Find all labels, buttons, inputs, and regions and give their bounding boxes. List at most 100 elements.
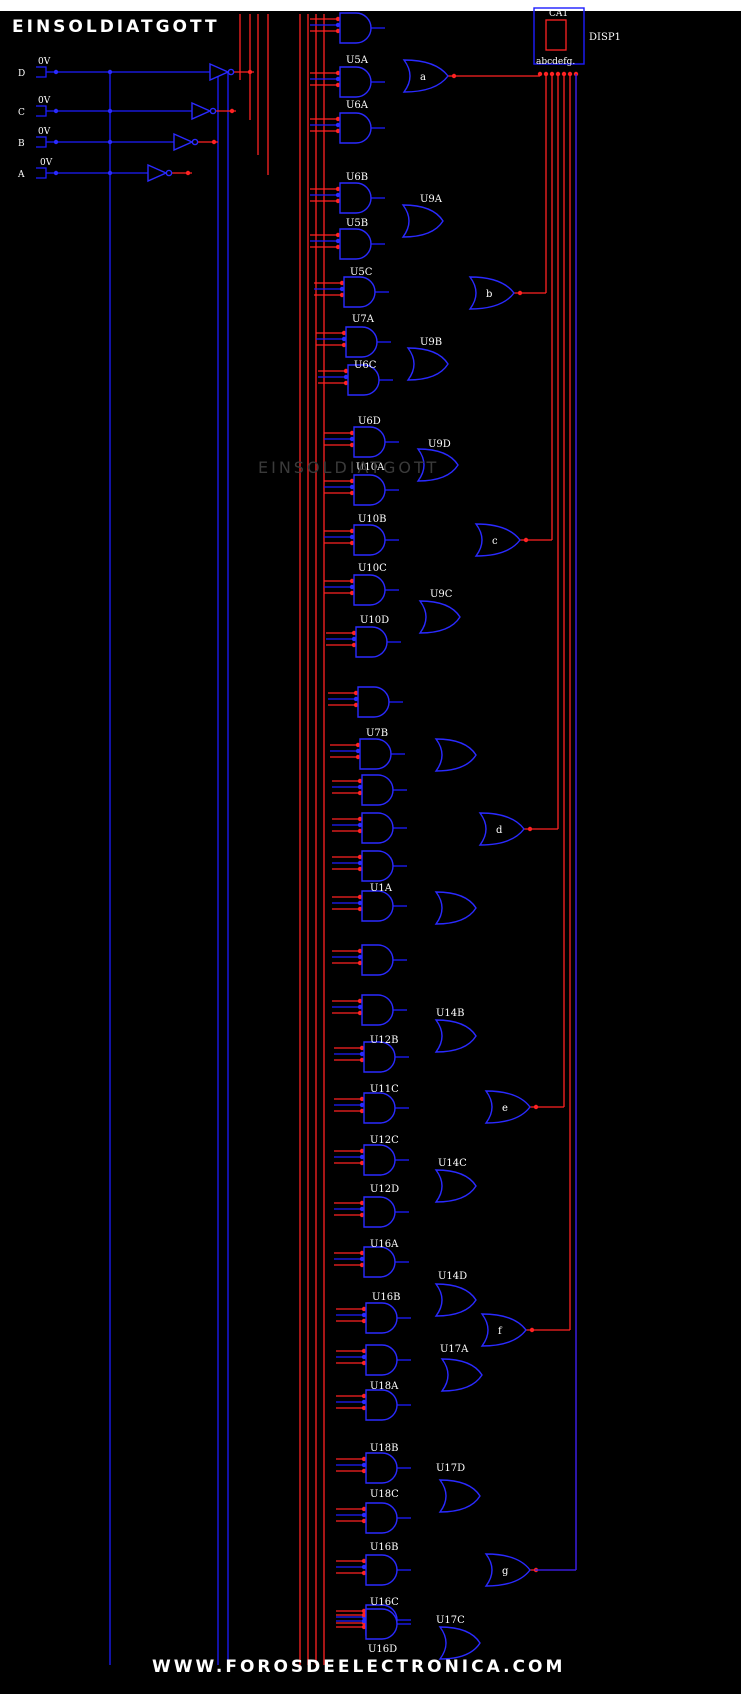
diagram-title: EINSOLDIATGOTT: [12, 17, 220, 37]
gate-label: U12C: [370, 1135, 399, 1146]
input-b[interactable]: B 0V: [18, 127, 51, 149]
input-a[interactable]: A 0V: [17, 158, 53, 180]
gate-label: U14B: [436, 1008, 465, 1019]
segment-letter: f: [498, 1326, 503, 1337]
and-gate: [363, 1144, 396, 1176]
and-gate: [361, 890, 394, 922]
and-gate: [363, 1092, 396, 1124]
and-gate: [365, 1302, 398, 1334]
junction-dot: [211, 139, 217, 145]
or-gate: [434, 1019, 477, 1053]
and-gate: [339, 12, 372, 44]
junction-dot: [537, 71, 543, 77]
junction-dot: [353, 696, 359, 702]
and-gate: [353, 426, 386, 458]
and-gate: [347, 364, 380, 396]
junction-dot: [53, 170, 59, 176]
junction-dot: [361, 1618, 367, 1624]
junction-dot: [53, 69, 59, 75]
input-a-name: A: [17, 170, 25, 180]
junction-dot: [353, 702, 359, 708]
junction-dot: [357, 854, 363, 860]
junction-dot: [343, 368, 349, 374]
inverter: [173, 132, 194, 152]
junction-dot: [359, 1096, 365, 1102]
input-d[interactable]: D 0V: [18, 57, 51, 79]
junction-dot: [349, 490, 355, 496]
junction-dot: [349, 484, 355, 490]
input-d-value: 0V: [38, 57, 51, 67]
and-gate: [343, 276, 376, 308]
junction-dot: [549, 71, 555, 77]
or-gate: [406, 347, 449, 381]
seven-segment-display: CA1 abcdefg. DISP1: [533, 7, 621, 67]
junction-dot: [335, 198, 341, 204]
junction-dot: [357, 900, 363, 906]
and-gate: [359, 738, 392, 770]
junction-dot: [359, 1262, 365, 1268]
junction-dot: [359, 1057, 365, 1063]
segment-or-gate: [478, 812, 525, 846]
junction-dot: [353, 690, 359, 696]
input-d-name: D: [18, 69, 25, 79]
junction-dot: [349, 534, 355, 540]
junction-dot: [341, 330, 347, 336]
and-gate: [365, 1608, 398, 1640]
gate-label: U9B: [420, 337, 442, 348]
and-gate: [365, 1554, 398, 1586]
gate-label: U7A: [352, 314, 375, 325]
or-gate: [434, 738, 477, 772]
gate-label: U9A: [420, 194, 443, 205]
gate-label: U17C: [436, 1615, 465, 1626]
and-gate: [357, 686, 390, 718]
junction-dot: [341, 336, 347, 342]
junction-dot: [359, 1051, 365, 1057]
junction-dot: [107, 139, 113, 145]
junction-dot: [357, 866, 363, 872]
junction-dot: [357, 894, 363, 900]
and-gate: [365, 1452, 398, 1484]
gate-label: U10A: [356, 462, 385, 473]
gate-label: U7B: [366, 728, 388, 739]
input-c-name: C: [18, 108, 25, 118]
junction-dot: [361, 1348, 367, 1354]
inverter: [147, 163, 168, 183]
junction-dot: [357, 954, 363, 960]
junction-dot: [339, 286, 345, 292]
junction-dot: [351, 636, 357, 642]
gate-label: U17D: [436, 1463, 465, 1474]
junction-dot: [349, 478, 355, 484]
display-digit: [545, 19, 567, 51]
segment-letter: c: [492, 536, 498, 547]
junction-dot: [357, 784, 363, 790]
gate-label: U5A: [346, 55, 369, 66]
junction-dot: [529, 1327, 535, 1333]
input-c[interactable]: C 0V: [18, 96, 51, 118]
junction-dot: [335, 186, 341, 192]
and-gate: [365, 1389, 398, 1421]
watermark-text: EINSOLDIATGOTT: [258, 458, 439, 477]
or-gate: [416, 448, 459, 482]
gate-label: U12B: [370, 1035, 399, 1046]
gate-label: U5B: [346, 218, 368, 229]
display-name: DISP1: [589, 32, 621, 43]
junction-dot: [349, 436, 355, 442]
gate-label: U6C: [354, 360, 377, 371]
junction-dot: [561, 71, 567, 77]
junction-dot: [351, 642, 357, 648]
junction-dot: [543, 71, 549, 77]
junction-dot: [361, 1608, 367, 1614]
or-gate: [438, 1479, 481, 1513]
junction-dot: [357, 822, 363, 828]
junction-dot: [359, 1206, 365, 1212]
junction-dot: [349, 578, 355, 584]
junction-dot: [359, 1148, 365, 1154]
and-gate: [363, 1196, 396, 1228]
junction-dot: [229, 108, 235, 114]
junction-dot: [355, 748, 361, 754]
gate-label: U6B: [346, 172, 368, 183]
input-b-name: B: [18, 139, 25, 149]
junction-dot: [335, 22, 341, 28]
gate-label: U6A: [346, 100, 369, 111]
junction-dot: [357, 790, 363, 796]
